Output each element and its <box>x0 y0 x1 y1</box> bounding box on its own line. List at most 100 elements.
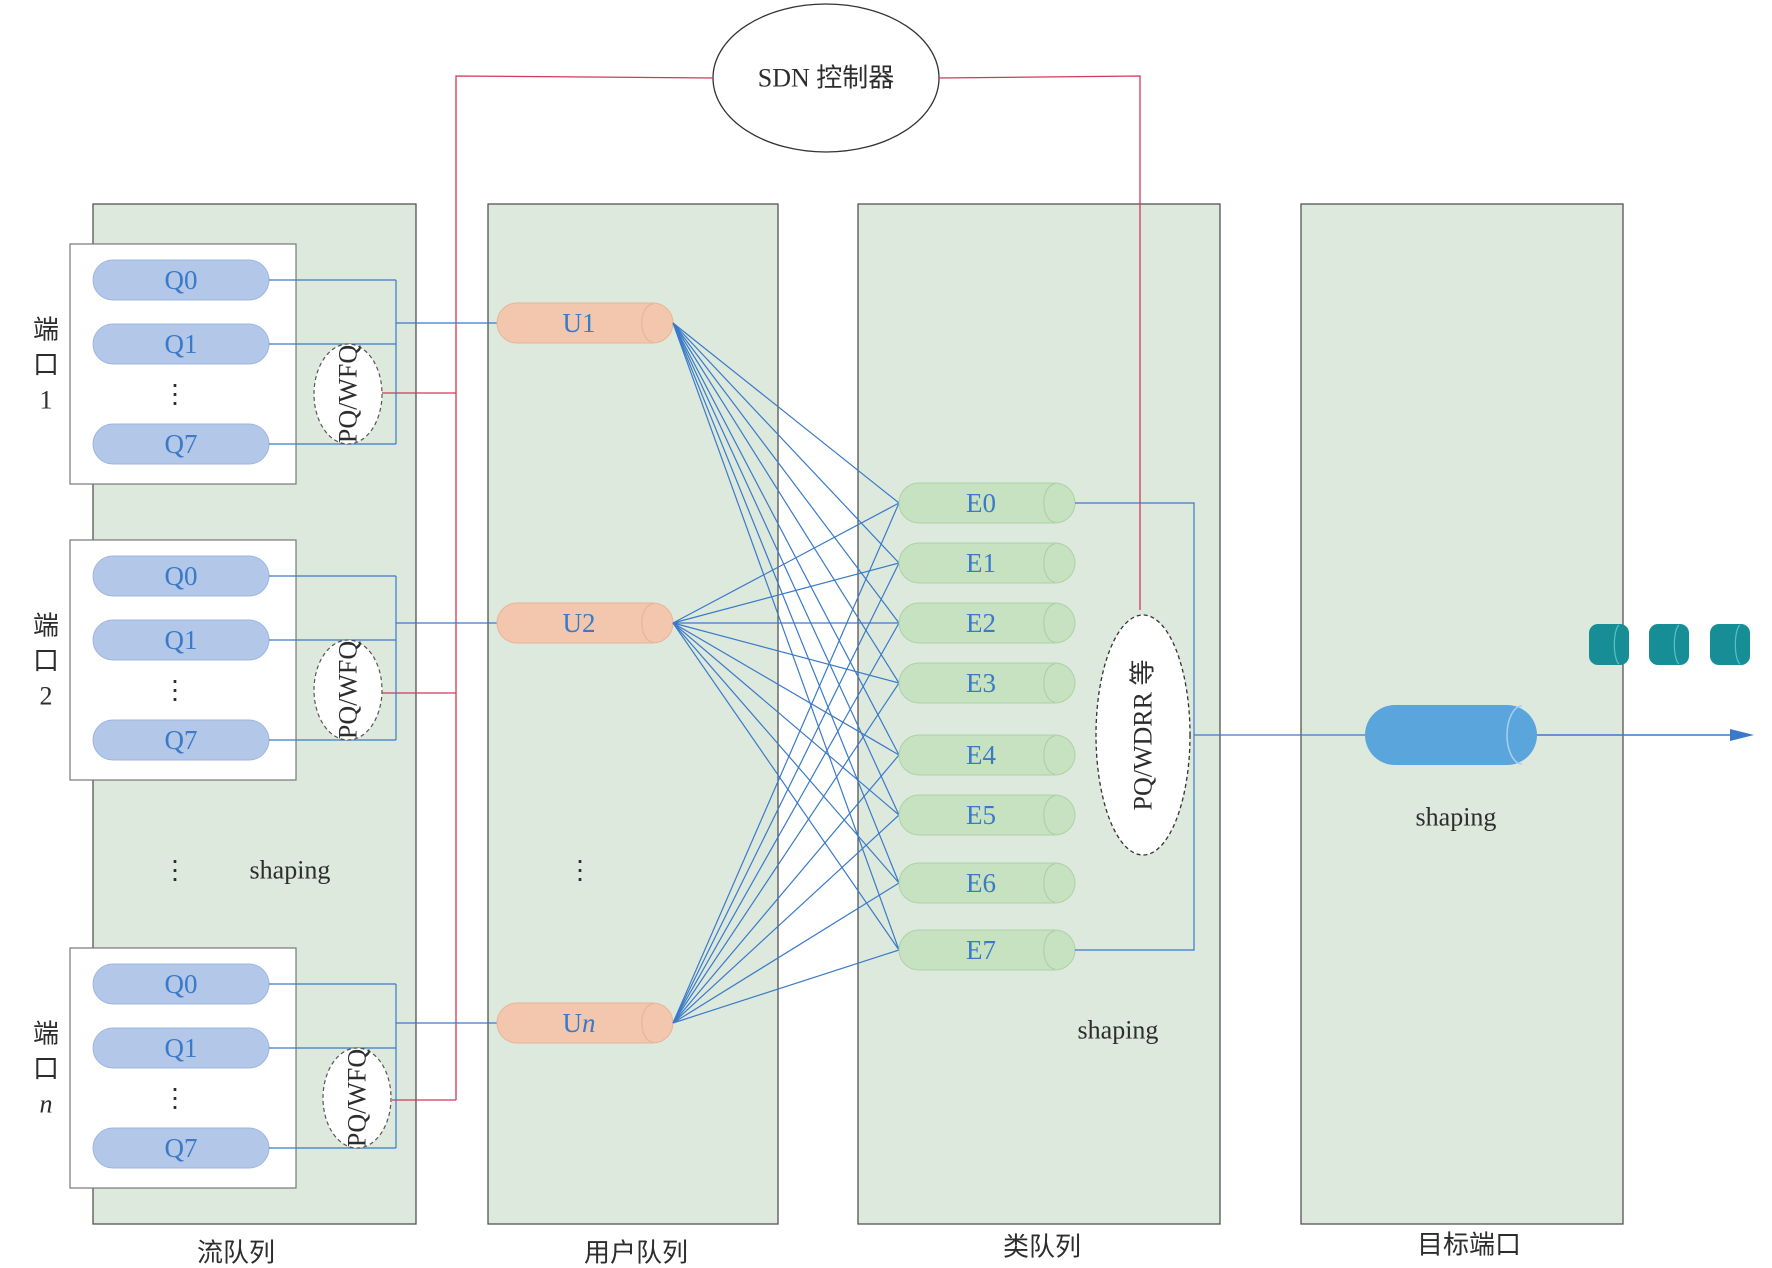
mesh-link <box>672 622 900 1024</box>
mesh-link <box>672 622 900 951</box>
class-queue-label: E2 <box>966 608 996 638</box>
port-label-char: 口 <box>33 647 59 676</box>
mesh-link <box>672 322 900 951</box>
flow-queue-label: Q0 <box>165 561 198 591</box>
control-links <box>382 75 1141 1101</box>
column-title-class: 类队列 <box>1003 1233 1081 1262</box>
sdn-controller-label: SDN 控制器 <box>758 64 895 93</box>
mesh-link <box>672 949 900 1024</box>
output-arrow-head <box>1730 729 1754 741</box>
flow-queue: Q0 <box>92 555 270 597</box>
packet <box>1649 624 1689 665</box>
control-link-right <box>938 75 1141 610</box>
user-queue-label: U1 <box>563 308 596 338</box>
class-queue-label: E5 <box>966 800 996 830</box>
user-queue: U2 <box>496 602 674 644</box>
flow-queue: Q1 <box>92 323 270 365</box>
flow-scheduler <box>313 639 383 741</box>
user-queue-panel <box>487 203 779 1225</box>
class-queue-label: E1 <box>966 548 996 578</box>
packet <box>1710 624 1750 665</box>
class-scheduler <box>1095 614 1191 856</box>
class-queue: E7 <box>898 929 1076 971</box>
target-shaping-label: shaping <box>1416 803 1497 832</box>
mesh-link <box>672 814 900 1024</box>
class-queue: E3 <box>898 662 1076 704</box>
target-queue-edge <box>1506 705 1523 765</box>
flow-queue-label: Q7 <box>165 429 198 459</box>
mesh-link <box>672 322 900 756</box>
mesh-link <box>672 882 900 1024</box>
column-title-flow: 流队列 <box>197 1239 275 1265</box>
mesh-link <box>672 622 900 684</box>
user-queue: U1 <box>496 302 674 344</box>
class-queue-label: E6 <box>966 868 996 898</box>
port-label-char: 口 <box>33 1055 59 1084</box>
class-queue: E2 <box>898 602 1076 644</box>
output-packets <box>1589 624 1750 665</box>
flow-queue-label: Q7 <box>165 725 198 755</box>
mesh-link <box>672 682 900 1024</box>
user-ellipsis: ⋮ <box>567 856 593 885</box>
class-queue-label: E7 <box>966 935 996 965</box>
user-queue-label: Un <box>563 1008 596 1038</box>
flow-queue-label: Q0 <box>165 969 198 999</box>
packet <box>1589 624 1629 665</box>
class-aggregation-bracket <box>1075 502 1195 951</box>
user-queue-label: U2 <box>563 608 596 638</box>
class-queue-label: E4 <box>966 740 996 770</box>
queue-ellipsis: ⋮ <box>162 1084 188 1113</box>
target-queue-body <box>1365 705 1537 765</box>
mesh-link <box>672 562 900 624</box>
user-class-mesh <box>672 322 900 1024</box>
flow-queue-label: Q0 <box>165 265 198 295</box>
queue-ellipsis: ⋮ <box>162 380 188 409</box>
mesh-link <box>672 322 900 504</box>
flow-scheduler-label: PQ/WFQ <box>334 641 363 739</box>
target-queue <box>1365 705 1537 765</box>
mesh-link <box>672 622 900 816</box>
ports-ellipsis: ⋮ <box>162 856 188 885</box>
flow-queue: Q1 <box>92 619 270 661</box>
port-label-char: 端 <box>33 612 59 641</box>
port-label-char: 1 <box>40 386 53 415</box>
flow-scheduler-label: PQ/WFQ <box>343 1049 372 1147</box>
port-label-char: 端 <box>33 1020 59 1049</box>
flow-queue-label: Q1 <box>165 1033 198 1063</box>
mesh-link <box>672 622 900 884</box>
flow-queue: Q1 <box>92 1027 270 1069</box>
port-label-char: n <box>40 1090 53 1119</box>
class-queue: E6 <box>898 862 1076 904</box>
flow-shaping-label: shaping <box>250 856 331 885</box>
mesh-link <box>672 502 900 624</box>
class-queue-label: E0 <box>966 488 996 518</box>
class-queue: E5 <box>898 794 1076 836</box>
class-queue-label: E3 <box>966 668 996 698</box>
mesh-link <box>672 502 900 1024</box>
class-queue: E0 <box>898 482 1076 524</box>
flow-queue: Q0 <box>92 259 270 301</box>
class-shaping-label: shaping <box>1078 1016 1159 1045</box>
control-link-left <box>455 75 714 1100</box>
port-groups: 端口1Q0Q1⋮Q7PQ/WFQ端口2Q0Q1⋮Q7PQ/WFQ端口nQ0Q1⋮… <box>33 243 397 1189</box>
flow-queue: Q7 <box>92 719 270 761</box>
column-title-target: 目标端口 <box>1417 1231 1521 1260</box>
port-label-char: 端 <box>33 316 59 345</box>
mesh-link <box>672 322 900 884</box>
port-label-char: 2 <box>40 682 53 711</box>
mesh-link <box>672 622 900 756</box>
mesh-link <box>672 562 900 1024</box>
flow-queue-label: Q1 <box>165 625 198 655</box>
flow-scheduler-label: PQ/WFQ <box>334 345 363 443</box>
flow-queue-label: Q1 <box>165 329 198 359</box>
class-queue: E1 <box>898 542 1076 584</box>
column-title-user: 用户队列 <box>584 1239 688 1265</box>
class-scheduler-label: PQ/WDRR 等 <box>1129 660 1158 811</box>
user-queue: Un <box>496 1002 674 1044</box>
